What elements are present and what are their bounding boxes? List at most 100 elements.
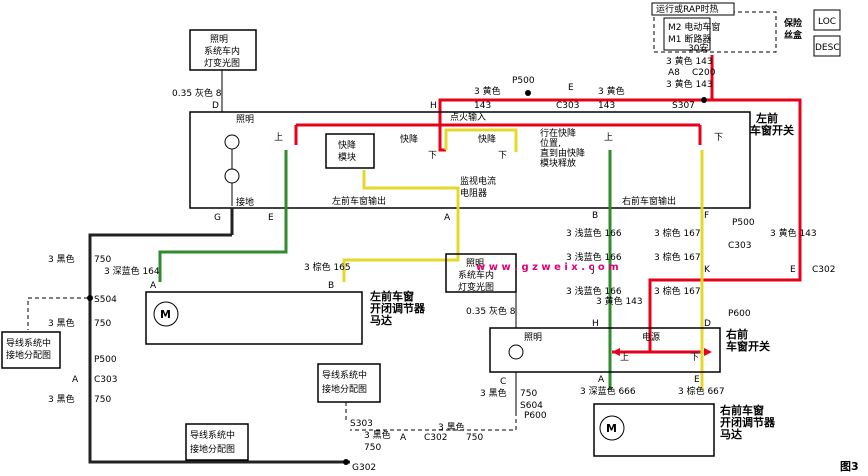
yel143-right: 3 黄色 143 [770,227,817,239]
express-down1: 快降 [400,133,418,145]
g302: G302 [352,463,376,473]
p600-bot: P600 [524,411,547,421]
yel3a: 3 黄色 [474,85,501,97]
blk750a: 3 黑色 [48,253,75,265]
pin-d2: D [704,319,711,329]
right-down: 下 [690,353,699,363]
right-lighting: 照明 [524,332,542,343]
s303: S303 [350,419,373,429]
ground-bus-left [88,233,350,464]
pin-g: G [214,213,221,223]
gb3-l1: 导线系统中 [190,429,235,441]
up-right: 上 [604,132,613,143]
desc-icon [813,35,841,57]
gb2-l2: 接地分配图 [322,383,367,395]
n750-bot-b: 750 [466,433,483,443]
pin-a: A [444,213,451,223]
left-motor-a: A [150,281,157,291]
ignition-label: 点火输入 [450,111,486,123]
ground-box-2 [317,363,381,403]
lighting-top-l1: 照明 [210,34,228,45]
wire-brown165 [342,170,460,282]
fuse-header-box [651,2,735,16]
down-mid: 下 [498,151,507,161]
pin-j: J [591,265,595,275]
note-2: 位置, [540,137,561,149]
pin-b: B [592,211,598,221]
right-switch-t1: 右前 [725,327,748,341]
yel143-right-b: 3 黄色 143 [596,295,643,307]
blk750b: 3 黑色 [48,317,75,329]
n143b: 143 [598,101,615,111]
gray8-mid: 0.35 灰色 8 [466,305,516,317]
desc-text: DESC [815,43,840,53]
express-down2: 快降 [478,133,496,145]
s307: S307 [672,101,695,111]
right-motor-t2: 开闭调节器 [720,415,776,429]
lighting-top-l2: 系统车内 [204,45,240,57]
dkblue164: 3 深蓝色 164 [104,265,160,277]
c303-top: C303 [556,101,579,111]
fuse-label-1: 保险 [783,17,803,29]
ground-box-3 [185,423,249,461]
s604: S604 [520,401,543,411]
breaker-box [663,17,711,51]
down-left: 下 [428,151,437,161]
s504: S504 [94,295,117,305]
note-1: 行在快降 [540,127,576,139]
n750c: 750 [94,395,111,405]
left-motor-t1: 左前车窗 [369,289,414,303]
yel143b: 3 黄色 143 [666,78,713,90]
left-switch-title-2: 车窗开关 [750,123,794,137]
gb1-l2: 接地分配图 [6,349,51,361]
n750-bot: 750 [520,389,537,399]
fuse-block [653,11,777,53]
fuse-line3: 30安 [688,42,708,54]
lighting-label: 照明 [236,114,254,125]
right-motor-m: M [606,422,617,435]
left-motor-b: B [328,281,334,291]
feed-red [438,55,714,152]
monitor-2: 电阻器 [460,187,487,199]
pin-h: H [430,101,437,111]
loc-text: LOC [818,17,836,27]
brown167b: 3 棕色 167 [654,251,701,263]
left-motor-t2: 开闭调节器 [370,301,426,315]
note-4: 模块释放 [540,157,576,169]
left-out: 左前车窗输出 [332,195,386,207]
lighting-top-l3: 灯变光图 [204,57,240,69]
right-out: 右前车窗输出 [622,195,676,207]
wire-gray8-top: 0.35 灰色 8 [172,87,222,99]
pin-a-left: A [72,375,79,385]
ground-label: 接地 [236,196,254,208]
left-switch-box [189,111,751,209]
lighting-mid-l2: 系统车内 [458,269,494,281]
left-motor-box [145,291,363,345]
p600-right: P600 [728,309,751,319]
pin-c: C [500,377,506,387]
p500-left: P500 [94,355,117,365]
pin-e2: E [790,265,796,275]
pin-e-top: E [568,83,574,93]
loc-icon [813,9,841,31]
fuse-line2: M1 断路器 [668,33,711,45]
blk3-bot: 3 黑色 [480,387,507,399]
right-motor-box [593,403,715,457]
lighting-mid-l3: 灯变光图 [458,281,494,293]
n750-bot-a: 750 [364,443,381,453]
p500-top: P500 [512,76,535,86]
blk750-bot-a: 3 黑色 [364,429,391,441]
blk750c: 3 黑色 [48,393,75,405]
c200: C200 [692,68,716,78]
pin-e: E [268,213,274,223]
brown165: 3 棕色 165 [304,261,351,273]
lighting-box-mid [445,253,517,293]
a8: A8 [668,68,680,78]
c302-bot: C302 [424,433,447,443]
pin-f: F [704,211,709,221]
yel143a: 3 黄色 143 [666,55,713,67]
up-left: 上 [274,132,283,143]
brown167a: 3 棕色 167 [654,227,701,239]
fuse-label-2: 丝盒 [784,29,803,41]
ltblue166a: 3 浅蓝色 166 [566,227,622,239]
